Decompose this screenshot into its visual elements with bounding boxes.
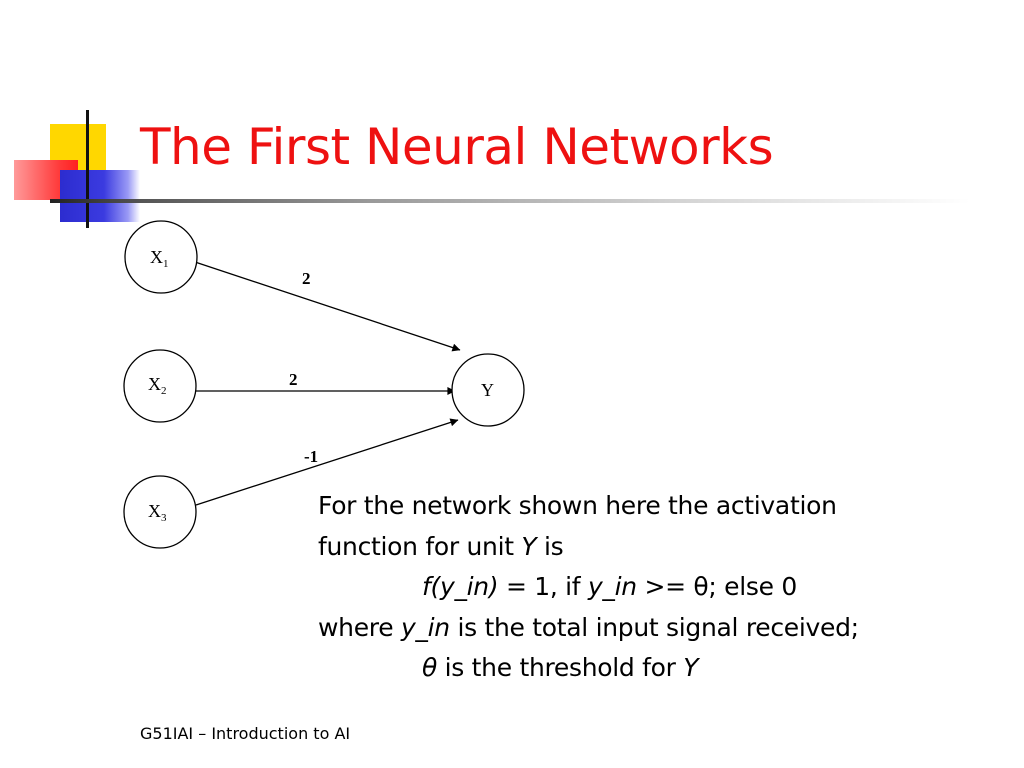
input-variable: y_in <box>587 572 637 601</box>
input-node-x3-label: X3 <box>148 501 167 524</box>
title-underline-rule <box>50 199 970 203</box>
input-node-x2 <box>123 349 197 423</box>
weight-label-x2: 2 <box>289 370 298 389</box>
slide-footer: G51IAI – Introduction to AI <box>140 724 351 743</box>
function-expression: f(y_in) <box>422 572 499 601</box>
slide-title: The First Neural Networks <box>140 118 774 176</box>
title-decoration-vertical-rule <box>86 110 89 228</box>
description-line-1: For the network shown here the activatio… <box>318 491 837 520</box>
input-node-x3 <box>123 475 197 549</box>
theta-symbol: θ <box>422 653 437 682</box>
activation-formula: f(y_in) = 1, if y_in >= θ; else 0 <box>422 572 797 601</box>
connection-x3-y <box>195 418 459 506</box>
threshold-definition: θ is the threshold for Y <box>422 653 699 682</box>
output-node-y <box>451 353 525 427</box>
output-node-y-label: Y <box>481 380 494 400</box>
connection-x1-y <box>194 261 461 352</box>
unit-variable: Y <box>683 653 699 682</box>
input-variable: y_in <box>400 612 450 642</box>
input-node-x1-label: X1 <box>150 247 169 270</box>
input-node-x2-label: X2 <box>148 374 167 397</box>
title-decoration-blue-bar <box>60 170 140 222</box>
activation-description: For the network shown here the activatio… <box>318 486 1008 689</box>
description-line-2: function for unit Y is <box>318 531 564 561</box>
weight-label-x3: -1 <box>304 447 318 466</box>
weight-label-x1: 2 <box>302 269 311 288</box>
description-line-4: where y_in is the total input signal rec… <box>318 612 859 642</box>
unit-variable: Y <box>521 531 537 561</box>
input-node-x1 <box>124 220 198 294</box>
